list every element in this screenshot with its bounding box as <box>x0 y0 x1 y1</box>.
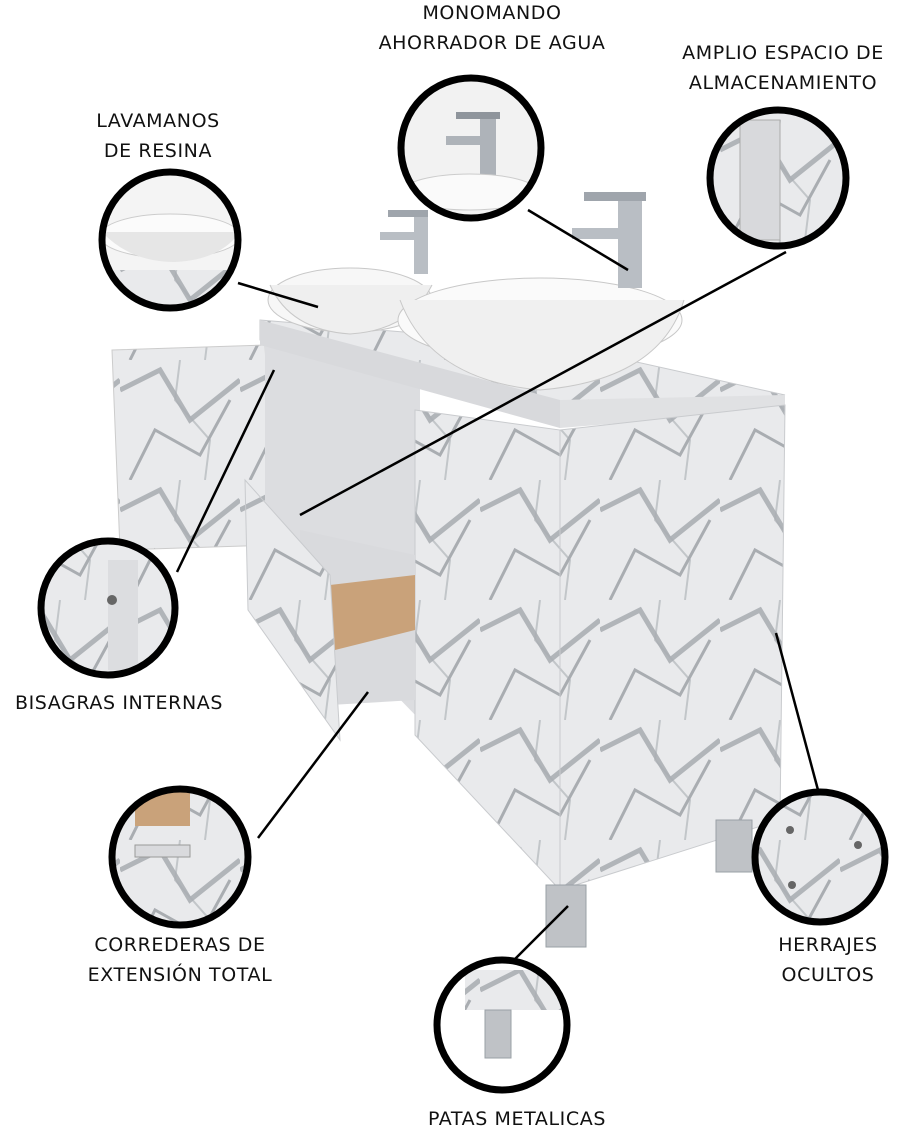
detail-herrajes-circle <box>751 788 889 926</box>
detail-correderas-circle <box>108 785 252 929</box>
detail-lavamanos-circle <box>98 168 242 312</box>
label-correderas: CORREDERAS DE EXTENSIÓN TOTAL <box>87 934 273 986</box>
label-bisagras: BISAGRAS INTERNAS <box>14 692 224 714</box>
label-almacenamiento: AMPLIO ESPACIO DE ALMACENAMIENTO <box>682 42 884 94</box>
detail-almacenamiento-circle <box>706 106 850 250</box>
callout-lines <box>175 208 820 961</box>
label-lavamanos: LAVAMANOS DE RESINA <box>96 110 220 162</box>
label-herrajes: HERRAJES OCULTOS <box>778 934 878 986</box>
detail-monomando-circle <box>397 74 545 222</box>
label-monomando: MONOMANDO AHORRADOR DE AGUA <box>378 2 606 54</box>
vanity-cabinet <box>111 192 786 948</box>
detail-bisagras-circle <box>37 537 179 679</box>
detail-patas-circle <box>433 956 571 1094</box>
label-patas: PATAS METALICAS <box>427 1108 607 1130</box>
